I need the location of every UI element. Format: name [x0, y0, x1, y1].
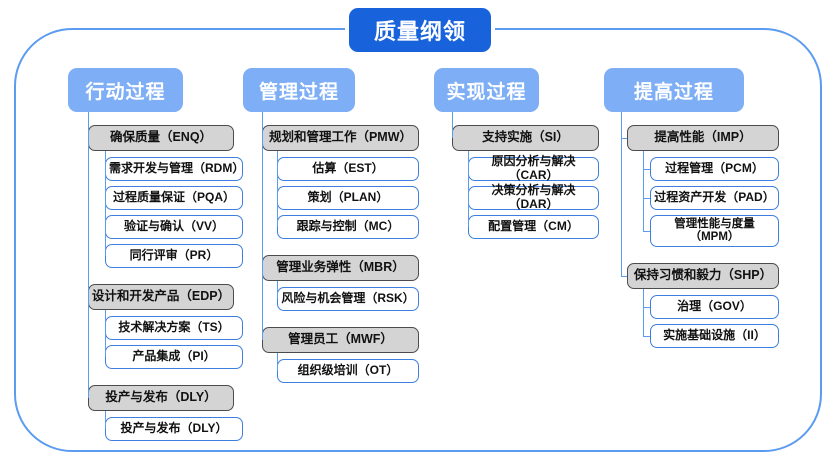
- connector-spine: [105, 151, 106, 256]
- connector-spine: [643, 151, 644, 231]
- connector-stub: [643, 307, 650, 308]
- connector-spine: [277, 353, 278, 371]
- column-spine: [621, 112, 622, 276]
- column-spine: [262, 112, 263, 340]
- connector-spine: [277, 281, 278, 299]
- diagram-title: 质量纲领: [349, 8, 491, 52]
- connector-stub: [643, 198, 650, 199]
- connector-spine: [105, 310, 106, 357]
- connector-stub: [643, 231, 650, 232]
- connector-spine: [643, 289, 644, 336]
- column-spine: [88, 112, 89, 398]
- outer-frame: [14, 28, 822, 452]
- connector-spine: [468, 151, 469, 227]
- column-spine: [452, 112, 453, 138]
- connector-stub: [621, 138, 627, 139]
- connector-stub: [643, 336, 650, 337]
- connector-spine: [105, 411, 106, 429]
- connector-spine: [277, 151, 278, 227]
- connector-stub: [643, 169, 650, 170]
- connector-stub: [621, 276, 627, 277]
